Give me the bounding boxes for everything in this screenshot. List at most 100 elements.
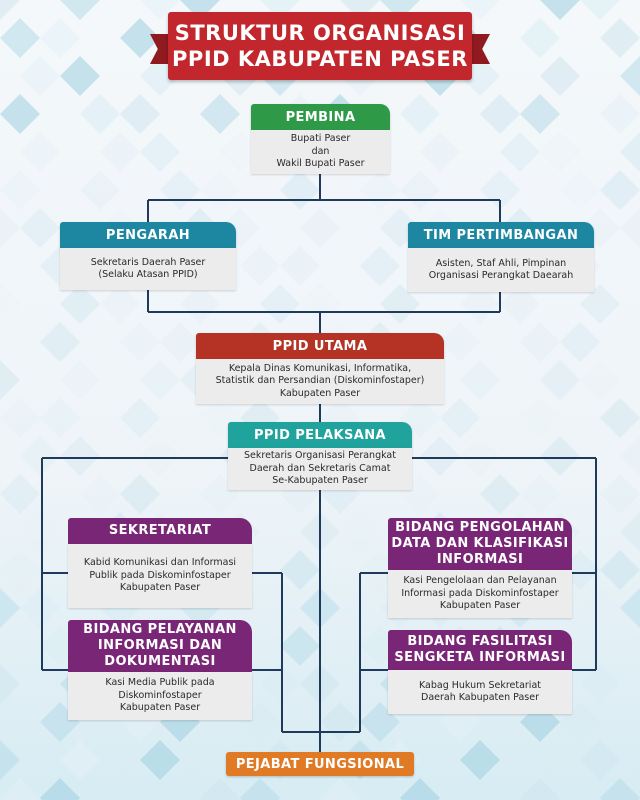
node-bidang-fasilitasi-body-line: Kabag Hukum Sekretariat	[418, 679, 541, 691]
node-bidang-pengolahan: BIDANG PENGOLAHAN DATA DAN KLASIFIKASI I…	[388, 518, 572, 618]
background-diamond	[520, 94, 560, 134]
background-diamond	[100, 132, 140, 172]
background-diamond	[540, 132, 580, 172]
background-diamond	[580, 284, 620, 324]
background-diamond	[580, 740, 620, 780]
node-bidang-pengolahan-body-line: Kasi Pengelolaan dan Pelayanan	[403, 575, 557, 587]
node-pejabat-fungsional-head: PEJABAT FUNGSIONAL	[226, 752, 414, 776]
background-diamond	[460, 284, 500, 324]
background-diamond	[580, 588, 620, 628]
node-tim-pertimbangan: TIM PERTIMBANGAN Asisten, Staf Ahli, Pim…	[408, 222, 594, 292]
node-bidang-pengolahan-head-line: INFORMASI	[436, 552, 524, 567]
background-diamond	[0, 778, 40, 800]
background-diamond	[540, 0, 580, 20]
background-diamond	[140, 740, 180, 780]
node-bidang-pelayanan-body-line: Kasi Media Publik pada	[105, 677, 215, 689]
background-diamond	[180, 740, 220, 780]
background-diamond	[540, 740, 580, 780]
background-diamond	[20, 208, 60, 248]
background-diamond	[120, 18, 160, 58]
background-diamond	[460, 0, 500, 20]
node-pembina-head: PEMBINA	[251, 104, 390, 130]
node-tim-pertimbangan-body-line: Asisten, Staf Ahli, Pimpinan	[435, 257, 567, 269]
background-diamond	[140, 0, 180, 20]
node-bidang-fasilitasi-head: BIDANG FASILITASI SENGKETA INFORMASI	[388, 630, 572, 670]
background-diamond	[580, 360, 620, 400]
node-bidang-pengolahan-body-line: Kabupaten Paser	[439, 600, 521, 612]
background-diamond	[160, 322, 200, 362]
background-diamond	[520, 474, 560, 514]
node-pembina-body-line: dan	[311, 145, 330, 157]
background-diamond	[540, 436, 580, 476]
node-pembina: PEMBINA Bupati Paser dan Wakil Bupati Pa…	[251, 104, 390, 174]
background-diamond	[440, 322, 480, 362]
background-diamond	[380, 284, 420, 324]
node-pengarah-body-line: Sekretaris Daerah Paser	[90, 256, 206, 268]
node-sekretariat-head: SEKRETARIAT	[68, 518, 252, 544]
node-bidang-pengolahan-head-line: DATA DAN KLASIFIKASI	[391, 536, 569, 551]
node-bidang-pengolahan-body: Kasi Pengelolaan dan Pelayanan Informasi…	[388, 570, 572, 618]
background-diamond	[600, 550, 640, 590]
background-diamond	[40, 398, 80, 438]
background-diamond	[140, 360, 180, 400]
node-ppid-pelaksana-body-line: Se-Kabupaten Paser	[272, 475, 368, 487]
node-ppid-pelaksana-body-line: Daerah dan Sekretaris Camat	[249, 462, 391, 474]
node-bidang-fasilitasi-head-line: SENGKETA INFORMASI	[394, 650, 566, 665]
node-pembina-body-line: Bupati Paser	[290, 133, 351, 145]
background-diamond	[180, 284, 220, 324]
background-diamond	[0, 94, 40, 134]
node-pembina-body-line: Wakil Bupati Paser	[276, 158, 365, 170]
background-diamond	[40, 778, 80, 800]
background-diamond	[600, 398, 640, 438]
background-diamond	[520, 322, 560, 362]
background-diamond	[20, 56, 60, 96]
background-diamond	[500, 284, 540, 324]
background-diamond	[60, 740, 100, 780]
background-diamond	[0, 208, 20, 248]
background-diamond	[20, 588, 60, 628]
background-diamond	[60, 284, 100, 324]
background-diamond	[0, 360, 20, 400]
background-diamond	[260, 664, 300, 704]
node-ppid-utama-head: PPID UTAMA	[196, 333, 444, 359]
node-ppid-pelaksana-head: PPID PELAKSANA	[228, 422, 412, 448]
background-diamond	[320, 778, 360, 800]
background-diamond	[340, 512, 380, 552]
background-diamond	[280, 550, 320, 590]
background-diamond	[120, 322, 160, 362]
node-ppid-pelaksana-body: Sekretaris Organisasi Perangkat Daerah d…	[228, 448, 412, 490]
node-pengarah: PENGARAH Sekretaris Daerah Paser (Selaku…	[60, 222, 236, 290]
background-diamond	[120, 94, 160, 134]
background-diamond	[300, 208, 340, 248]
node-pengarah-body-line: (Selaku Atasan PPID)	[98, 269, 198, 280]
background-diamond	[280, 626, 320, 666]
node-sekretariat-body-line: Kabupaten Paser	[119, 582, 201, 594]
node-ppid-utama-body-line: Statistik dan Persandian (Diskominfostap…	[215, 375, 425, 387]
node-bidang-fasilitasi-head-line: BIDANG FASILITASI	[407, 634, 553, 649]
node-sekretariat-head-line: SEKRETARIAT	[108, 523, 212, 538]
node-ppid-utama-body: Kepala Dinas Komunikasi, Informatika, St…	[196, 359, 444, 404]
background-diamond	[600, 94, 640, 134]
background-diamond	[380, 0, 420, 20]
background-diamond	[40, 322, 80, 362]
background-diamond	[100, 284, 140, 324]
node-bidang-pelayanan-head-line: INFORMASI DAN	[97, 638, 223, 653]
background-diamond	[540, 56, 580, 96]
node-bidang-fasilitasi-body: Kabag Hukum Sekretariat Daerah Kabupaten…	[388, 670, 572, 714]
background-diamond	[0, 398, 40, 438]
background-diamond	[140, 436, 180, 476]
background-diamond	[60, 360, 100, 400]
node-ppid-utama: PPID UTAMA Kepala Dinas Komunikasi, Info…	[196, 333, 444, 404]
background-diamond	[620, 436, 640, 476]
background-diamond	[120, 778, 160, 800]
background-diamond	[240, 778, 280, 800]
background-diamond	[400, 94, 440, 134]
background-diamond	[520, 18, 560, 58]
background-diamond	[620, 208, 640, 248]
background-diamond	[560, 170, 600, 210]
background-diamond	[80, 94, 120, 134]
background-diamond	[60, 56, 100, 96]
background-diamond	[600, 474, 640, 514]
background-diamond	[560, 322, 600, 362]
